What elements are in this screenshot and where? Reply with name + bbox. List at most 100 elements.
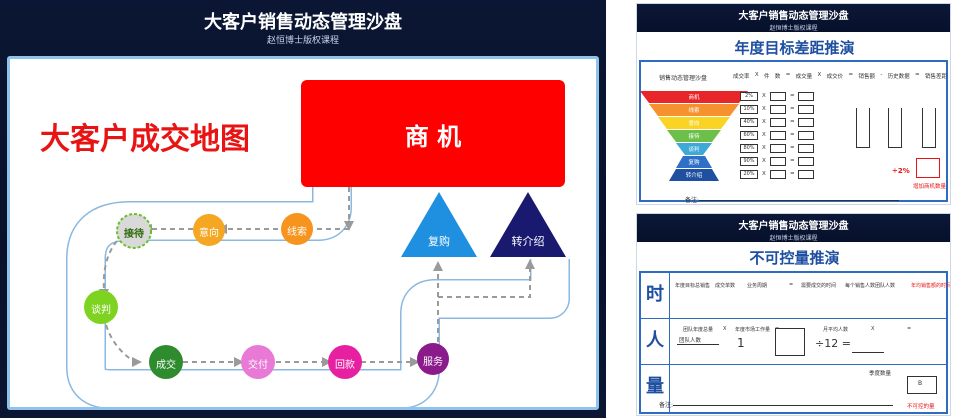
people-label: 团队人数 — [679, 338, 702, 344]
card2-heading: 不可控量推演 — [749, 249, 840, 267]
volume-box-4 — [798, 144, 814, 153]
label-zhuanjieshao: 转介绍 — [511, 235, 545, 248]
formula-item-4: = — [785, 72, 791, 78]
label-xiansuo: 线索 — [287, 227, 307, 238]
card1-subtitle: 赵恒博士版权课程 — [769, 25, 818, 32]
funnel-band-6 — [669, 169, 719, 181]
row2-item-1: X — [723, 326, 727, 332]
people-fraction — [677, 344, 719, 345]
side-divider-1 — [641, 318, 946, 319]
equals-sign-4: = — [790, 145, 795, 151]
row-time: 年度目标总销售成交单数业务周期=需要成交的时间每个销售人数团队人数年均销售额的时… — [675, 282, 950, 292]
formula-item-9: 销售额 — [858, 74, 875, 80]
label-jiedai: 接待 — [124, 229, 144, 240]
divide-twelve: ÷12 = — [815, 337, 851, 350]
label-chengjiao: 成交 — [156, 360, 176, 371]
funnel-band-1 — [649, 104, 739, 116]
map-canvas: 大客户成交地图 商 机 接待 意向 线索 谈判 成交 交付 回款 服务 复购 转… — [7, 56, 599, 410]
card2-subtitle: 赵恒博士版权课程 — [769, 235, 818, 242]
funnel-band-5 — [676, 156, 712, 168]
percent-box-5 — [740, 157, 758, 166]
funnel-band-3 — [667, 130, 721, 142]
funnel-stage-6: 转介绍 — [685, 173, 703, 179]
node-jiaofu — [241, 345, 275, 379]
label-fuwu: 服务 — [423, 357, 443, 368]
percent-column: 2%X=10%X=40%X=60%X=80%X=90%X=20%X= — [738, 90, 938, 190]
row1-item-3: = — [789, 282, 794, 288]
row2-item-2: 年度市场工作量 — [735, 327, 771, 333]
side-char-0: 时 — [646, 284, 664, 305]
node-jiedai — [116, 213, 152, 249]
card1-note: ÷2% — [892, 167, 910, 175]
bracket-col-1 — [888, 108, 902, 148]
percent-box-0 — [740, 92, 758, 101]
card2-footer: 备注: — [659, 402, 674, 409]
card1-header: 大客户销售动态管理沙盘 赵恒博士版权课程 — [637, 4, 950, 32]
times-sign-6: X — [762, 171, 766, 177]
times-sign-2: X — [762, 119, 766, 125]
formula-item-3: 数 — [774, 74, 781, 80]
side-divider-2 — [641, 364, 946, 365]
funnel-stage-1: 线索 — [688, 108, 700, 114]
volume-box-3 — [798, 131, 814, 140]
formula-item-6: X — [817, 72, 822, 78]
times-sign-0: X — [762, 93, 766, 99]
funnel-band-2 — [658, 117, 730, 129]
formula-item-0: 成交率 — [733, 74, 750, 80]
opportunity-block — [301, 80, 565, 187]
side-divider-v — [669, 272, 670, 412]
percent-box-6 — [740, 170, 758, 179]
percent-box-1 — [740, 105, 758, 114]
count-box-1 — [770, 105, 786, 114]
formula-item-8: = — [848, 72, 854, 78]
equals-sign-3: = — [790, 132, 795, 138]
equals-sign-6: = — [790, 171, 795, 177]
side-char-1: 人 — [646, 330, 664, 351]
funnel-stage-3: 接待 — [688, 134, 700, 140]
sales-funnel — [640, 91, 748, 181]
row1-item-6: 团队人数 — [875, 283, 896, 289]
funnel-band-0 — [640, 91, 748, 103]
formula-item-10: - — [880, 72, 883, 78]
funnel-title: 销售动态管理沙盘 — [659, 75, 708, 82]
node-yixiang — [193, 214, 225, 246]
volume-box-1 — [798, 105, 814, 114]
volume-box-0 — [798, 92, 814, 101]
row1-item-5: 每个销售人数 — [845, 283, 876, 289]
count-box-3 — [770, 131, 786, 140]
percent-box-3 — [740, 131, 758, 140]
label-jiaofu: 交付 — [248, 360, 268, 371]
percent-value-6: 20% — [743, 171, 755, 177]
quarter-value: B — [918, 380, 923, 387]
main-panel: 大客户销售动态管理沙盘 赵恒博士版权课程 — [0, 0, 606, 418]
row2-item-4: 月平均人数 — [823, 327, 849, 333]
row2-item-6: = — [907, 326, 912, 332]
count-box-4 — [770, 144, 786, 153]
times-sign-5: X — [762, 158, 766, 164]
card1-footer: 备注: — [685, 197, 700, 204]
main-title: 大客户销售动态管理沙盘 — [204, 12, 402, 33]
node-chengjiao — [149, 345, 183, 379]
side-characters: 时人量 — [641, 272, 669, 412]
card-target-gap: 大客户销售动态管理沙盘 赵恒博士版权课程 年度目标差距推演 销售动态管理沙盘 成… — [636, 3, 951, 205]
equals-sign-0: = — [790, 93, 795, 99]
times-sign-3: X — [762, 132, 766, 138]
time-box — [775, 328, 805, 356]
card2-red-note: 不可控的量 — [907, 404, 935, 410]
quarter-label: 季度数量 — [869, 371, 892, 377]
equals-sign-5: = — [790, 158, 795, 164]
equals-sign-1: = — [790, 106, 795, 112]
card2-title: 大客户销售动态管理沙盘 — [738, 221, 849, 232]
funnel-band-4 — [676, 143, 712, 155]
volume-box-2 — [798, 118, 814, 127]
card-uncontrollable: 大客户销售动态管理沙盘 赵恒博士版权课程 不可控量推演 时人量 年度目标总销售成… — [636, 213, 951, 416]
row1-item-2: 业务周期 — [747, 283, 768, 289]
card2-footer-line — [673, 405, 893, 406]
percent-value-2: 40% — [743, 119, 755, 125]
percent-value-4: 80% — [743, 145, 755, 151]
percent-box-4 — [740, 144, 758, 153]
formula-item-11: 历史数据 — [887, 74, 910, 80]
row2-item-5: X — [871, 326, 875, 332]
formula-item-7: 成交价 — [826, 74, 844, 80]
funnel-stage-5: 复购 — [688, 160, 700, 166]
